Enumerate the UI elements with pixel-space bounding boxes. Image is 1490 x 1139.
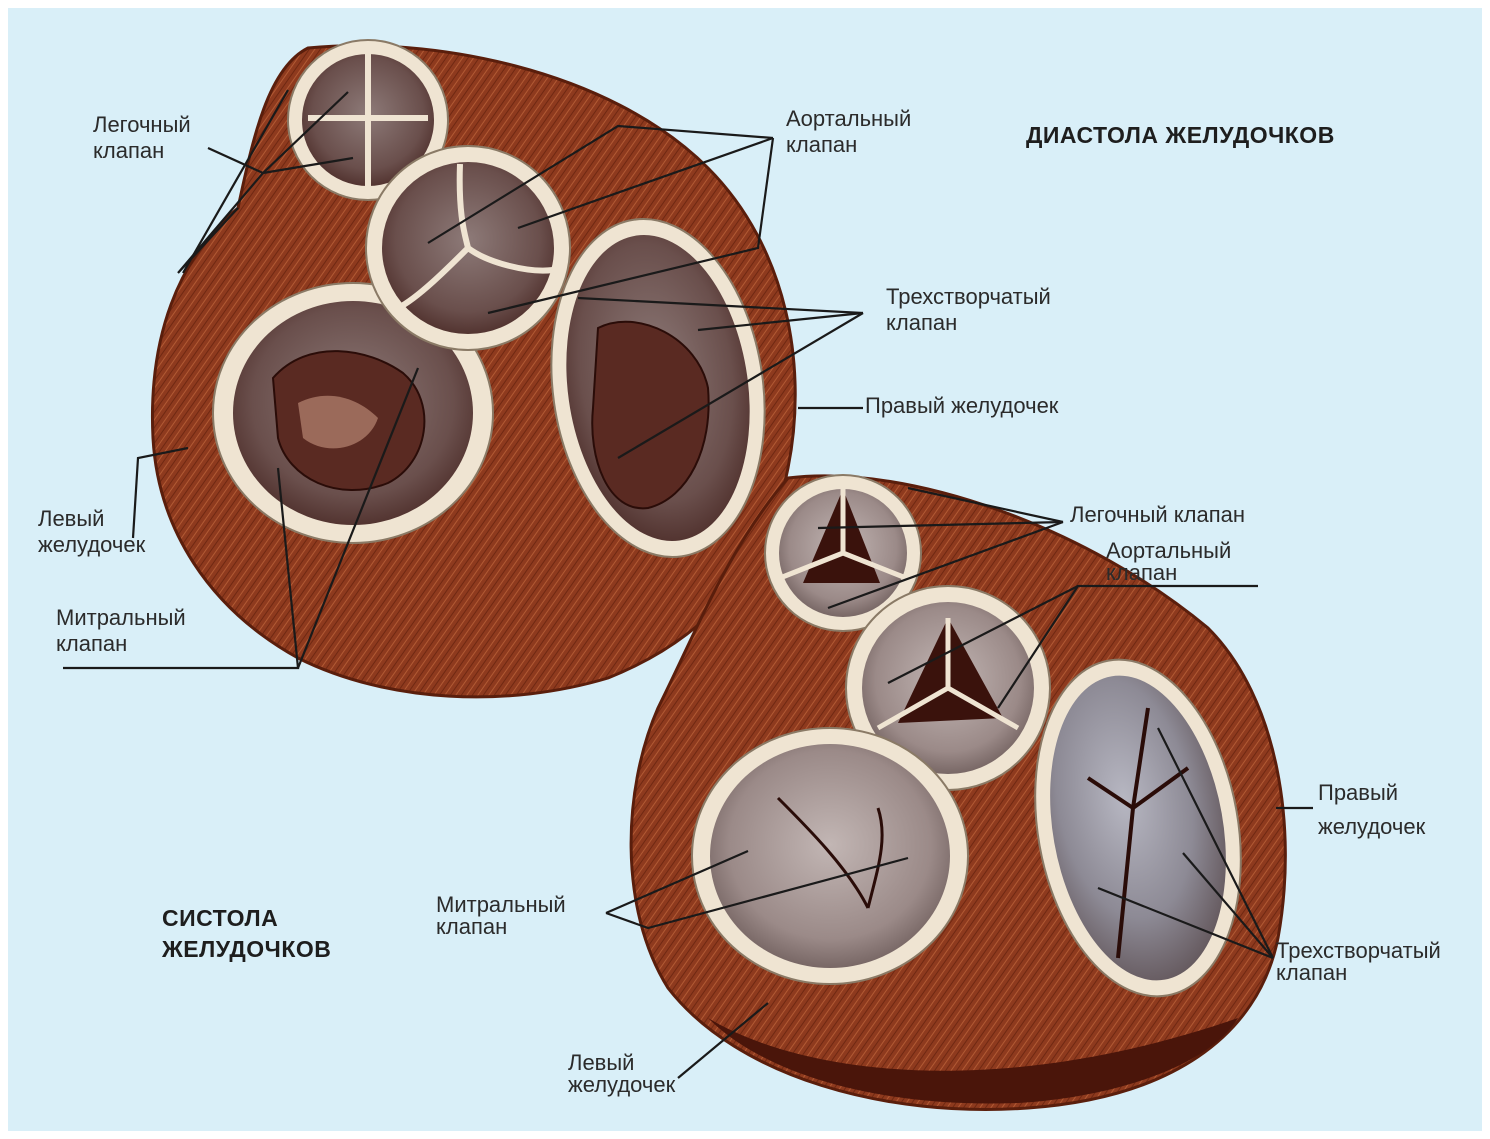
diastole-tricuspid-label-line1: Трехстворчатый	[886, 284, 1051, 310]
systole-mitral-tissue	[710, 744, 950, 968]
systole-left-ventricle-label-line2: желудочек	[568, 1072, 675, 1098]
diastole-mitral-label-line2: клапан	[56, 631, 127, 657]
diastole-left-ventricle-label-line2: желудочек	[38, 532, 145, 558]
systole-right-ventricle-label-line2: желудочек	[1318, 814, 1425, 840]
systole-right-ventricle-label-line1: Правый	[1318, 780, 1398, 806]
diastole-pulmonary-label-line1: Легочный	[93, 112, 191, 138]
diastole-title: ДИАСТОЛА ЖЕЛУДОЧКОВ	[1026, 120, 1335, 150]
systole-mitral-label-line2: клапан	[436, 914, 507, 940]
diastole-aortic-label-line2: клапан	[786, 132, 857, 158]
systole-title-line2: ЖЕЛУДОЧКОВ	[162, 934, 331, 964]
systole-tricuspid-label-line2: клапан	[1276, 960, 1347, 986]
systole-pulmonary-label: Легочный клапан	[1070, 502, 1245, 528]
diastole-mitral-label-line1: Митральный	[56, 605, 186, 631]
diastole-aortic-label-line1: Аортальный	[786, 106, 911, 132]
diastole-left-ventricle-label-line1: Левый	[38, 506, 104, 532]
systole-heart	[631, 475, 1285, 1110]
systole-title-line1: СИСТОЛА	[162, 903, 278, 933]
diastole-right-ventricle-label: Правый желудочек	[865, 393, 1058, 419]
diagram-canvas: ДИАСТОЛА ЖЕЛУДОЧКОВ СИСТОЛА ЖЕЛУДОЧКОВ Л…	[8, 8, 1482, 1131]
diastole-tricuspid-label-line2: клапан	[886, 310, 957, 336]
systole-aortic-label-line2: клапан	[1106, 560, 1177, 586]
diastole-pulmonary-label-line2: клапан	[93, 138, 164, 164]
diastole-heart	[152, 40, 795, 697]
